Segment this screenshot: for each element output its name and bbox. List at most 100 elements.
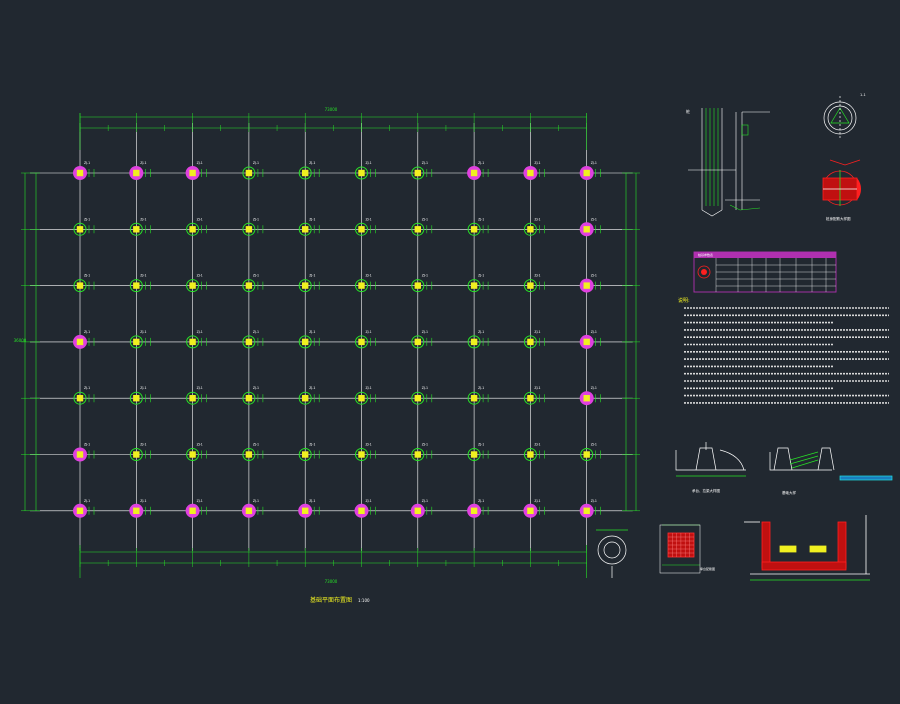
pier-label: ZJ-1	[309, 330, 315, 334]
pier-label: ZJ-1	[197, 161, 203, 165]
pier-label: ZJ-1	[422, 499, 428, 503]
pier-outline	[73, 279, 87, 293]
pier-label: ZJ-1	[197, 443, 203, 447]
pier-label: ZJ-1	[591, 499, 597, 503]
column-marker	[358, 507, 365, 514]
pier-label: ZJ-1	[253, 161, 259, 165]
pier-outline	[411, 166, 425, 180]
pier-label: ZJ-1	[591, 330, 597, 334]
pier-outline	[523, 448, 537, 461]
pier-label: ZJ-1	[309, 499, 315, 503]
pier-label: ZJ-1	[197, 217, 203, 221]
pier-outline	[298, 448, 312, 461]
pier-outline	[411, 279, 425, 293]
column-marker	[76, 169, 84, 177]
pier-outline	[298, 279, 312, 293]
pier-outline	[411, 222, 425, 236]
pier-outline	[467, 448, 481, 461]
pier-label: ZJ-1	[140, 274, 146, 278]
pier-label: ZJ-1	[366, 386, 372, 390]
pier-label: ZJ-1	[422, 161, 428, 165]
pier-label: ZJ-1	[366, 217, 372, 221]
column-marker	[189, 338, 196, 346]
pier-outline	[580, 448, 594, 461]
column-marker	[302, 226, 309, 233]
notes-title: 说明:	[678, 297, 690, 304]
pier-outline	[298, 166, 312, 180]
total-dimension-bottom: 73000	[325, 579, 338, 584]
pier-label: ZJ-1	[140, 217, 146, 221]
pier-label: ZJ-1	[534, 161, 540, 165]
pier-label: ZJ-1	[478, 161, 484, 165]
column-marker	[302, 395, 309, 402]
pier-label: ZJ-1	[197, 274, 203, 278]
column-marker	[245, 226, 253, 233]
pier-outline	[129, 335, 143, 349]
column-marker	[358, 282, 365, 289]
pier-label: ZJ-1	[366, 330, 372, 334]
pier-label: ZJ-1	[197, 386, 203, 390]
pier-label: ZJ-1	[534, 217, 540, 221]
column-marker	[583, 338, 590, 346]
pier-label: ZJ-1	[478, 274, 484, 278]
pier-outline	[298, 222, 312, 236]
pier-label: ZJ-1	[591, 161, 597, 165]
column-marker	[302, 169, 309, 177]
pier-label: ZJ-1	[309, 443, 315, 447]
column-marker	[245, 451, 253, 458]
pier-outline	[467, 391, 481, 405]
column-marker	[76, 395, 84, 402]
column-marker	[76, 507, 84, 514]
column-marker	[76, 338, 84, 346]
column-marker	[527, 395, 534, 402]
column-marker	[358, 395, 365, 402]
column-marker	[470, 226, 478, 233]
column-marker	[133, 282, 140, 289]
column-marker	[527, 507, 534, 514]
pier-label: ZJ-1	[197, 499, 203, 503]
column-marker	[583, 169, 590, 177]
pier-outline	[186, 279, 200, 293]
pier-label: ZJ-1	[478, 217, 484, 221]
column-marker	[133, 451, 140, 458]
column-marker	[76, 226, 84, 233]
column-marker	[189, 282, 196, 289]
pier-outline	[129, 391, 143, 405]
pier-label: ZJ-1	[197, 330, 203, 334]
column-marker	[358, 338, 365, 346]
pier-label: ZJ-1	[309, 386, 315, 390]
pier-label: ZJ-1	[253, 274, 259, 278]
column-marker	[245, 507, 253, 514]
pier-label: ZJ-1	[366, 443, 372, 447]
pier-label: ZJ-1	[140, 499, 146, 503]
column-marker	[527, 169, 534, 177]
pier-outline	[467, 279, 481, 293]
pile-detail-title: 桩	[686, 108, 690, 114]
column-marker	[470, 282, 478, 289]
cap-caption: 承台配筋图	[700, 566, 715, 571]
circle-section-label: 1-1	[860, 93, 866, 97]
frame-section-red	[744, 515, 870, 581]
column-marker	[583, 226, 590, 233]
pier-outline	[129, 222, 143, 236]
column-marker	[133, 338, 140, 346]
pier-label: ZJ-1	[84, 443, 90, 447]
pier-outline	[355, 448, 368, 461]
pier-label: ZJ-1	[534, 274, 540, 278]
column-marker	[189, 507, 196, 514]
section-detail-b	[769, 447, 893, 481]
pier-label: ZJ-1	[84, 499, 90, 503]
pier-label: ZJ-1	[84, 274, 90, 278]
pile-schedule-table	[693, 251, 837, 293]
column-marker	[583, 507, 590, 514]
pile-detail	[688, 108, 770, 217]
column-marker	[414, 282, 421, 289]
pier-label: ZJ-1	[84, 330, 90, 334]
pier-label: ZJ-1	[478, 443, 484, 447]
column-marker	[358, 451, 365, 458]
pier-label: ZJ-1	[478, 499, 484, 503]
column-marker	[189, 451, 196, 458]
pier-label: ZJ-1	[534, 443, 540, 447]
pier-label: ZJ-1	[534, 330, 540, 334]
